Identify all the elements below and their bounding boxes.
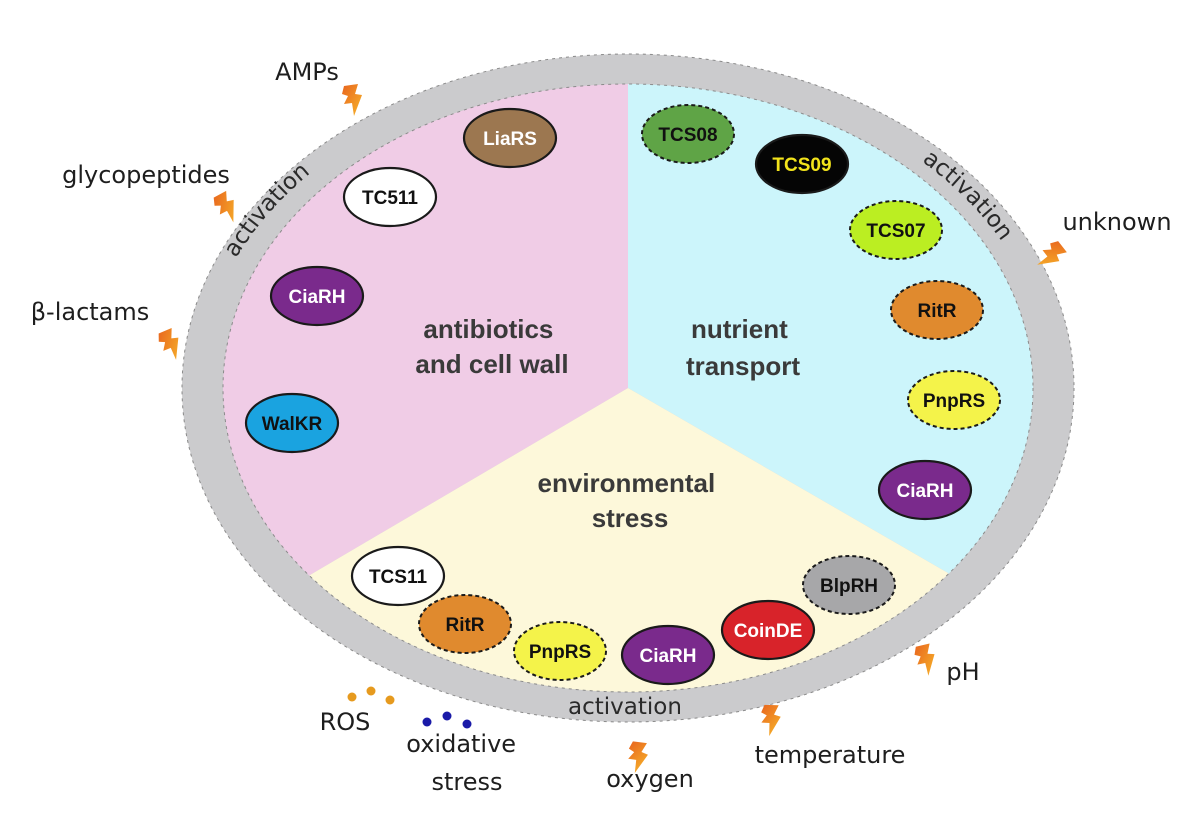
- oxidative-stress-dot-icon: [442, 711, 452, 721]
- tcs-node-label: TCS08: [658, 125, 717, 146]
- tcs-node: LiaRS: [462, 107, 558, 169]
- tcs-node-label: CoinDE: [734, 621, 803, 642]
- ros-dot-icon: [347, 692, 357, 702]
- tcs-node-label: RitR: [917, 301, 956, 322]
- bolt-group: [158, 84, 1067, 773]
- tcs-node-ellipse: [802, 555, 896, 615]
- tcs-node-label: BlpRH: [820, 576, 878, 597]
- ros-dot-icon: [385, 695, 395, 705]
- stimulus-label-ph: pH: [946, 658, 979, 686]
- inner-ring-border: [222, 83, 1034, 693]
- tcs-node: WalKR: [244, 392, 340, 454]
- lightning-bolt-icon: [1037, 241, 1067, 265]
- tcs-node-ellipse: [462, 107, 558, 169]
- tcs-node-ellipse: [513, 621, 607, 681]
- lightning-bolt-icon: [628, 741, 648, 773]
- tcs-node: TCS08: [641, 104, 735, 164]
- stimulus-label-oxygen: oxygen: [606, 765, 694, 793]
- tcs-node-label: PnpRS: [529, 642, 591, 663]
- tcs-node: TCS07: [849, 200, 943, 260]
- tcs-node-label: TCS07: [866, 221, 925, 242]
- stimuli-group: AMPs glycopeptides β-lactams unknown pH …: [31, 58, 1172, 796]
- tcs-node: RitR: [418, 594, 512, 654]
- tcs-node: PnpRS: [907, 370, 1001, 430]
- tcs-node-ellipse: [244, 392, 340, 454]
- lightning-bolt-icon: [914, 643, 935, 676]
- tcs-node-label: PnpRS: [923, 391, 985, 412]
- stimulus-label-glycopeptides: glycopeptides: [62, 161, 230, 189]
- tcs-node-ellipse: [877, 459, 973, 521]
- tcs-node-label: RitR: [445, 615, 484, 636]
- tcs-node-label: CiaRH: [896, 481, 953, 502]
- lightning-bolt-icon: [158, 327, 179, 360]
- tcs-node-ellipse: [720, 599, 816, 661]
- dots-group: [347, 686, 472, 729]
- lightning-bolt-icon: [761, 704, 781, 737]
- tcs-node-label: TCS11: [369, 567, 428, 588]
- tcs-node-ellipse: [350, 545, 446, 607]
- tcs-node-ellipse: [269, 265, 365, 327]
- tcs-node-ellipse: [907, 370, 1001, 430]
- stimulus-label-ros: ROS: [320, 708, 371, 736]
- oxidative-stress-dot-icon: [462, 719, 472, 729]
- stimulus-label-amps: AMPs: [275, 58, 339, 86]
- sector-label-environmental: environmental stress: [538, 468, 723, 533]
- tcs-node: CiaRH: [620, 624, 716, 686]
- tcs-node: CoinDE: [720, 599, 816, 661]
- tcs-node-ellipse: [641, 104, 735, 164]
- tcs-node-ellipse: [754, 133, 850, 195]
- tcs-node: PnpRS: [513, 621, 607, 681]
- tcs-node-label: CiaRH: [288, 287, 345, 308]
- tcs-node-label: LiaRS: [483, 129, 537, 150]
- tcs-node-ellipse: [418, 594, 512, 654]
- ros-dot-icon: [366, 686, 376, 696]
- tcs-node: CiaRH: [269, 265, 365, 327]
- tcs-node-ellipse: [620, 624, 716, 686]
- stimulus-label-temperature: temperature: [755, 741, 906, 769]
- sector-label-antibiotics: antibiotics and cell wall: [415, 314, 568, 379]
- tcs-node-label: TCS09: [772, 155, 831, 176]
- stimulus-label-oxidative-stress: oxidative stress: [406, 730, 523, 796]
- tcs-node-ellipse: [890, 280, 984, 340]
- sector-label-nutrient: nutrient transport: [686, 314, 800, 381]
- tcs-node: TCS11: [350, 545, 446, 607]
- tcs-node: RitR: [890, 280, 984, 340]
- tcs-node: TCS09: [754, 133, 850, 195]
- lightning-bolt-icon: [213, 190, 234, 223]
- tcs-node-label: WalKR: [262, 414, 323, 435]
- tcs-node-ellipse: [342, 166, 438, 228]
- tcs-node-label: TC511: [362, 188, 418, 209]
- ring-label-bottom: activation: [568, 694, 682, 720]
- stimulus-label-unknown: unknown: [1062, 208, 1171, 236]
- tcs-node-label: CiaRH: [639, 646, 696, 667]
- tcs-node: CiaRH: [877, 459, 973, 521]
- tcs-node: BlpRH: [802, 555, 896, 615]
- lightning-bolt-icon: [342, 84, 362, 116]
- tcs-node-ellipse: [849, 200, 943, 260]
- oxidative-stress-dot-icon: [422, 717, 432, 727]
- stimulus-label-beta-lactams: β-lactams: [31, 298, 150, 326]
- tcs-node: TC511: [342, 166, 438, 228]
